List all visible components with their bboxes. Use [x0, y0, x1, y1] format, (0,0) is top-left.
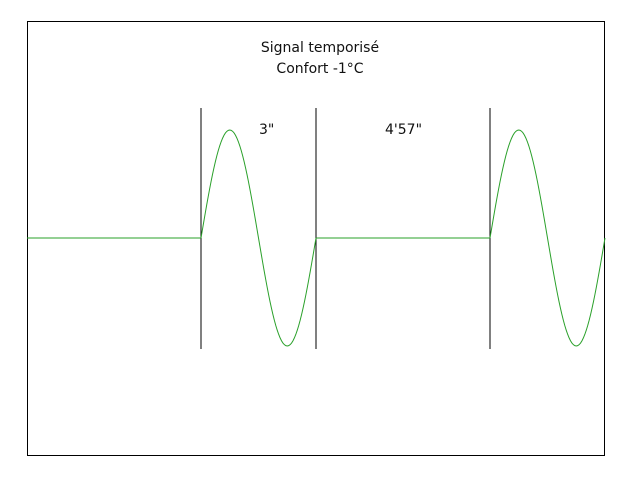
diagram-title: Signal temporisé — [260, 40, 380, 56]
pause-duration-label: 4'57" — [385, 122, 423, 138]
sine-burst-1 — [200, 129, 317, 347]
sine-burst-2 — [489, 129, 606, 347]
pulse-duration-label: 3" — [259, 122, 275, 138]
diagram-subtitle: Confort -1°C — [276, 61, 364, 77]
